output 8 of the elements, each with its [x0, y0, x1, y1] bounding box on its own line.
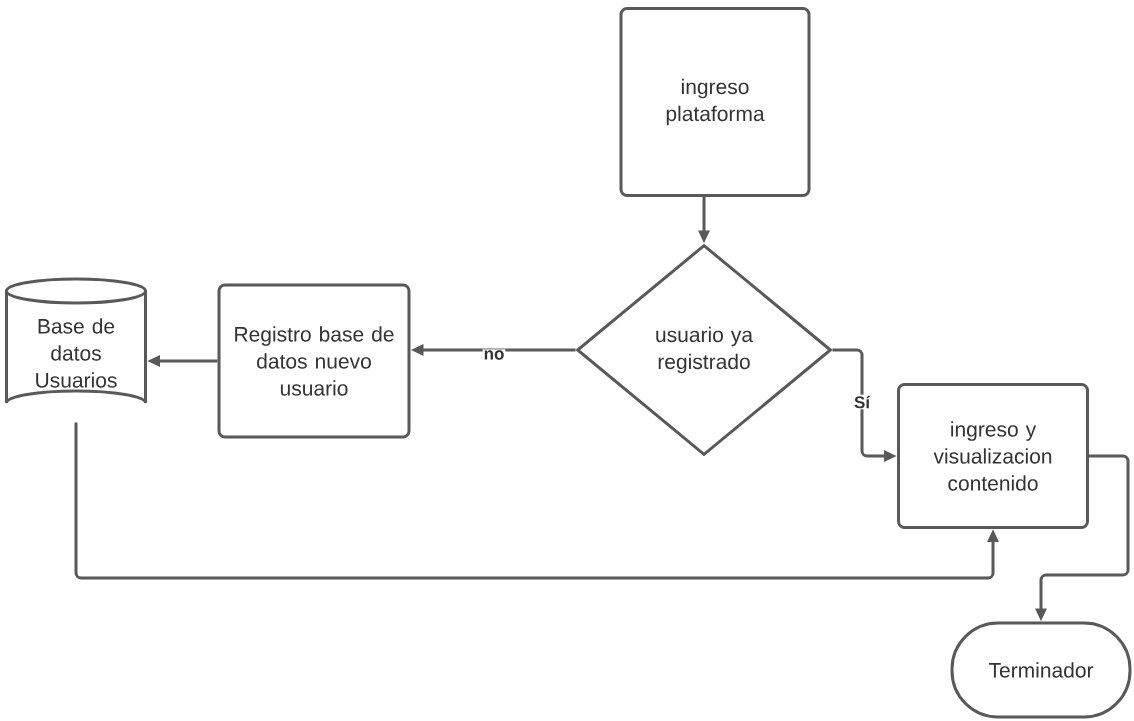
process-box: Registro base de datos nuevo usuario: [217, 283, 411, 439]
arrow: [74, 422, 999, 580]
node-label: Base de datos Usuarios: [36, 318, 117, 388]
database-cylinder: Base de datos Usuarios: [5, 277, 147, 405]
process-box: ingreso y visualizacion contenido: [897, 383, 1089, 529]
edge-label: Sí: [853, 394, 872, 410]
edge-label: no: [482, 349, 506, 361]
process-box: ingreso plataforma: [619, 7, 811, 197]
